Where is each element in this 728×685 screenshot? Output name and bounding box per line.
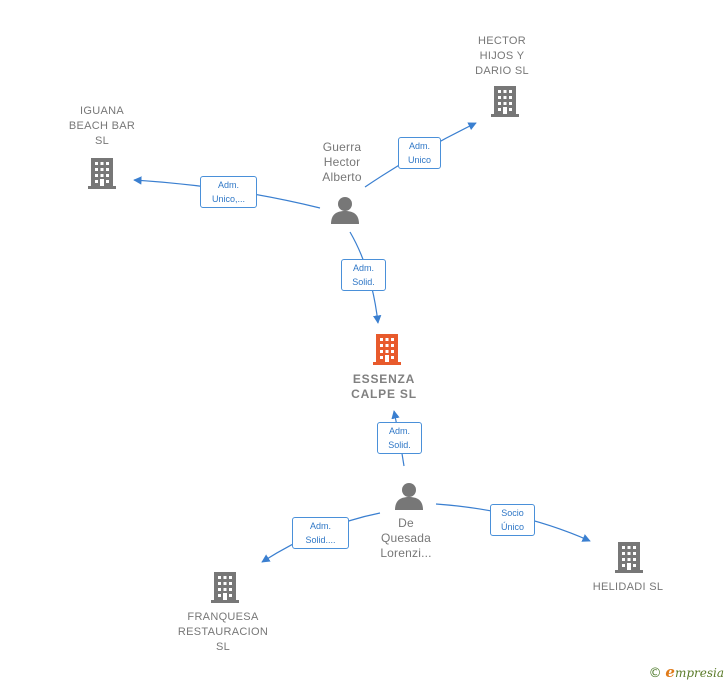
edge-tag-quesada-franquesa[interactable]: Adm. Solid.... <box>292 517 349 549</box>
brand-initial: e <box>665 663 675 681</box>
person-icon <box>395 483 423 510</box>
node-de-quesada-label[interactable]: De Quesada Lorenzi... <box>380 516 432 560</box>
building-icon <box>491 86 519 117</box>
edge-tag-quesada-essenza[interactable]: Adm. Solid. <box>377 422 422 454</box>
node-helidadi-label[interactable]: HELIDADI SL <box>592 581 664 593</box>
building-icon <box>615 542 643 573</box>
node-iguana-label[interactable]: IGUANA BEACH BAR SL <box>68 105 136 147</box>
building-icon <box>88 158 116 189</box>
brand-name: mpresia <box>674 666 724 680</box>
edge-tag-guerra-iguana[interactable]: Adm. Unico,... <box>200 176 257 208</box>
building-icon <box>373 334 401 365</box>
edge-tag-guerra-essenza[interactable]: Adm. Solid. <box>341 259 386 291</box>
copyright-icon: © <box>648 666 662 681</box>
building-icon <box>211 572 239 603</box>
node-main-company-label[interactable]: ESSENZA CALPE SL <box>351 372 417 401</box>
node-hector-hijos-label[interactable]: HECTOR HIJOS Y DARIO SL <box>475 35 529 77</box>
node-guerra-label[interactable]: Guerra Hector Alberto <box>322 140 362 184</box>
edge-tag-guerra-hector[interactable]: Adm. Unico <box>398 137 441 169</box>
person-icon <box>331 197 359 224</box>
edge-tag-quesada-helidadi[interactable]: Socio Único <box>490 504 535 536</box>
brand-footer: © empresia <box>649 663 724 681</box>
node-franquesa-label[interactable]: FRANQUESA RESTAURACION SL <box>177 611 269 653</box>
